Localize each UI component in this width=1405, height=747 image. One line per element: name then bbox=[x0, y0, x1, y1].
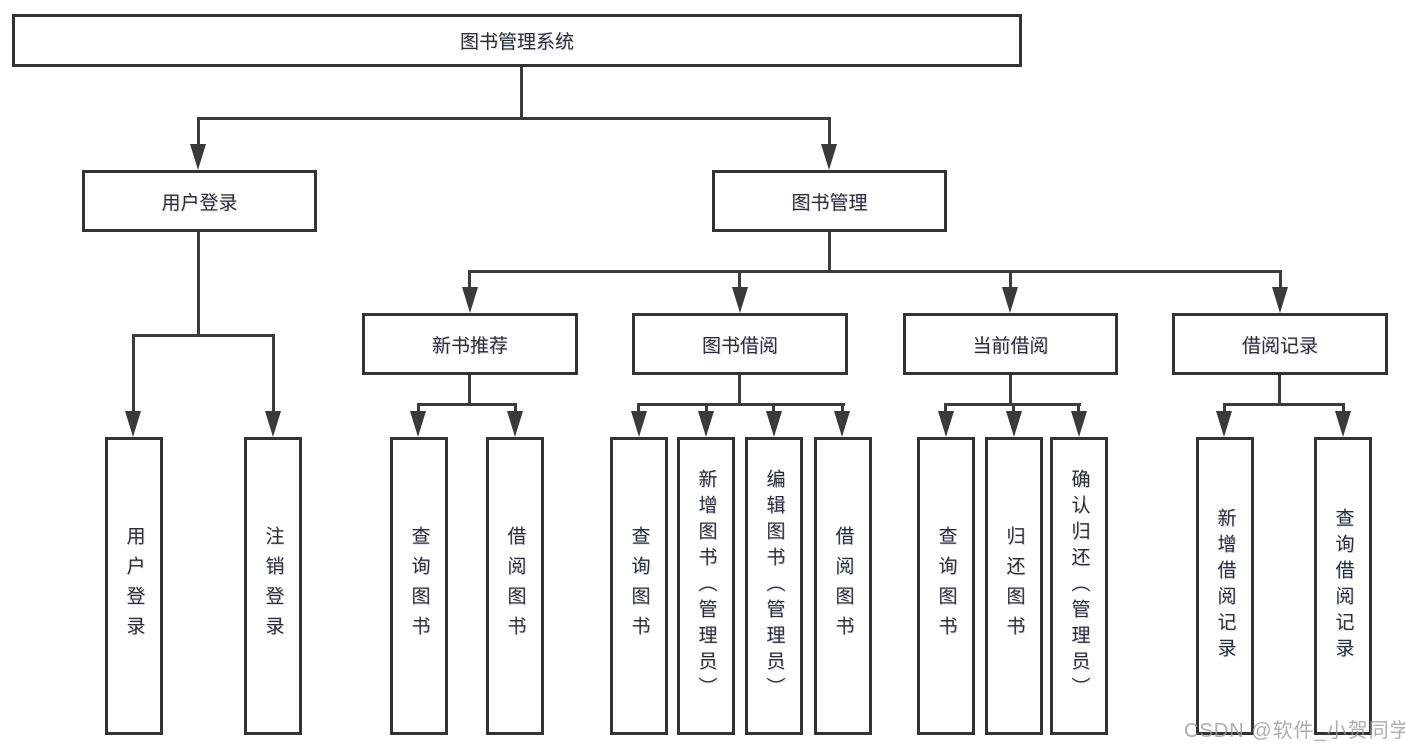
arrow-down-icon bbox=[1071, 411, 1087, 437]
connector-line bbox=[468, 270, 1282, 273]
leaf-borrow-book-1: 借阅图书 bbox=[486, 437, 544, 735]
node-book-borrow: 图书借阅 bbox=[632, 313, 848, 375]
arrow-down-icon bbox=[190, 144, 206, 170]
arrow-down-icon bbox=[1272, 287, 1288, 313]
node-current-borrow: 当前借阅 bbox=[903, 313, 1118, 375]
leaf-return-book-label: 归还图书 bbox=[1003, 526, 1025, 646]
leaf-add-borrow-record: 新增借阅记录 bbox=[1196, 437, 1254, 735]
leaf-borrow-book-1-label: 借阅图书 bbox=[504, 526, 526, 646]
connector-line bbox=[417, 403, 420, 415]
node-root: 图书管理系统 bbox=[12, 14, 1022, 67]
leaf-user-login: 用户登录 bbox=[105, 437, 163, 735]
leaf-query-book-1: 查询图书 bbox=[390, 437, 448, 735]
arrow-down-icon bbox=[1335, 411, 1351, 437]
connector-line bbox=[841, 403, 844, 415]
leaf-borrow-book-2-label: 借阅图书 bbox=[832, 526, 854, 646]
connector-line bbox=[772, 403, 775, 415]
arrow-down-icon bbox=[265, 411, 281, 437]
connector-line bbox=[197, 117, 831, 120]
arrow-down-icon bbox=[462, 287, 478, 313]
connector-line bbox=[468, 270, 471, 292]
node-root-label: 图书管理系统 bbox=[459, 32, 574, 53]
connector-line bbox=[468, 375, 471, 406]
node-book-borrow-label: 图书借阅 bbox=[701, 335, 778, 357]
arrow-down-icon bbox=[631, 411, 647, 437]
arrow-down-icon bbox=[766, 411, 782, 437]
node-user-login-label: 用户登录 bbox=[161, 192, 238, 214]
connector-line bbox=[1077, 403, 1080, 415]
node-borrow-records-label: 借阅记录 bbox=[1241, 335, 1318, 357]
connector-line bbox=[417, 403, 517, 406]
leaf-query-book-2-label: 查询图书 bbox=[628, 526, 650, 646]
connector-line bbox=[1009, 375, 1012, 406]
csdn-watermark: CSDN @软件_小贺同学 bbox=[1184, 720, 1405, 742]
connector-line bbox=[1223, 403, 1345, 406]
leaf-query-book-1-label: 查询图书 bbox=[408, 526, 430, 646]
leaf-add-book-admin: 新增图书（管理员） bbox=[677, 437, 735, 735]
connector-line bbox=[1223, 403, 1226, 415]
arrow-down-icon bbox=[1216, 411, 1232, 437]
leaf-edit-book-admin-label: 编辑图书（管理员） bbox=[763, 469, 785, 703]
arrow-down-icon bbox=[507, 411, 523, 437]
connector-line bbox=[1342, 403, 1345, 415]
arrow-down-icon bbox=[410, 411, 426, 437]
node-new-book-recommend-label: 新书推荐 bbox=[431, 335, 508, 357]
connector-line bbox=[738, 270, 741, 292]
arrow-down-icon bbox=[732, 287, 748, 313]
leaf-logout: 注销登录 bbox=[244, 437, 302, 735]
node-current-borrow-label: 当前借阅 bbox=[972, 335, 1049, 357]
connector-line bbox=[1009, 270, 1012, 292]
leaf-query-book-3-label: 查询图书 bbox=[935, 526, 957, 646]
leaf-query-borrow-record: 查询借阅记录 bbox=[1314, 437, 1372, 735]
connector-line bbox=[1278, 375, 1281, 406]
connector-line bbox=[1279, 270, 1282, 292]
connector-line bbox=[132, 334, 275, 337]
leaf-logout-label: 注销登录 bbox=[262, 526, 284, 646]
leaf-add-borrow-record-label: 新增借阅记录 bbox=[1214, 508, 1236, 664]
connector-line bbox=[705, 403, 708, 415]
node-book-management: 图书管理 bbox=[712, 170, 947, 232]
connector-line bbox=[1012, 403, 1015, 415]
leaf-return-book: 归还图书 bbox=[985, 437, 1043, 735]
arrow-down-icon bbox=[1006, 411, 1022, 437]
connector-line bbox=[828, 117, 831, 147]
connector-line bbox=[132, 334, 135, 414]
connector-line bbox=[637, 403, 845, 406]
arrow-down-icon bbox=[821, 144, 837, 170]
connector-line bbox=[944, 403, 947, 415]
connector-line bbox=[520, 67, 523, 119]
leaf-edit-book-admin: 编辑图书（管理员） bbox=[745, 437, 803, 735]
connector-line bbox=[197, 117, 200, 147]
node-borrow-records: 借阅记录 bbox=[1172, 313, 1388, 375]
leaf-add-book-admin-label: 新增图书（管理员） bbox=[695, 469, 717, 703]
node-new-book-recommend: 新书推荐 bbox=[362, 313, 578, 375]
leaf-borrow-book-2: 借阅图书 bbox=[814, 437, 872, 735]
node-user-login: 用户登录 bbox=[82, 170, 317, 232]
connector-line bbox=[197, 232, 200, 337]
leaf-confirm-return-admin-label: 确认归还（管理员） bbox=[1068, 469, 1090, 703]
arrow-down-icon bbox=[698, 411, 714, 437]
connector-line bbox=[637, 403, 640, 415]
arrow-down-icon bbox=[125, 411, 141, 437]
leaf-query-book-2: 查询图书 bbox=[610, 437, 668, 735]
node-book-management-label: 图书管理 bbox=[791, 192, 868, 214]
leaf-query-borrow-record-label: 查询借阅记录 bbox=[1332, 508, 1354, 664]
connector-line bbox=[514, 403, 517, 415]
leaf-user-login-label: 用户登录 bbox=[123, 526, 145, 646]
arrow-down-icon bbox=[938, 411, 954, 437]
connector-line bbox=[272, 334, 275, 414]
leaf-confirm-return-admin: 确认归还（管理员） bbox=[1050, 437, 1108, 735]
connector-line bbox=[738, 375, 741, 406]
connector-line bbox=[828, 232, 831, 273]
leaf-query-book-3: 查询图书 bbox=[917, 437, 975, 735]
arrow-down-icon bbox=[834, 411, 850, 437]
arrow-down-icon bbox=[1002, 287, 1018, 313]
